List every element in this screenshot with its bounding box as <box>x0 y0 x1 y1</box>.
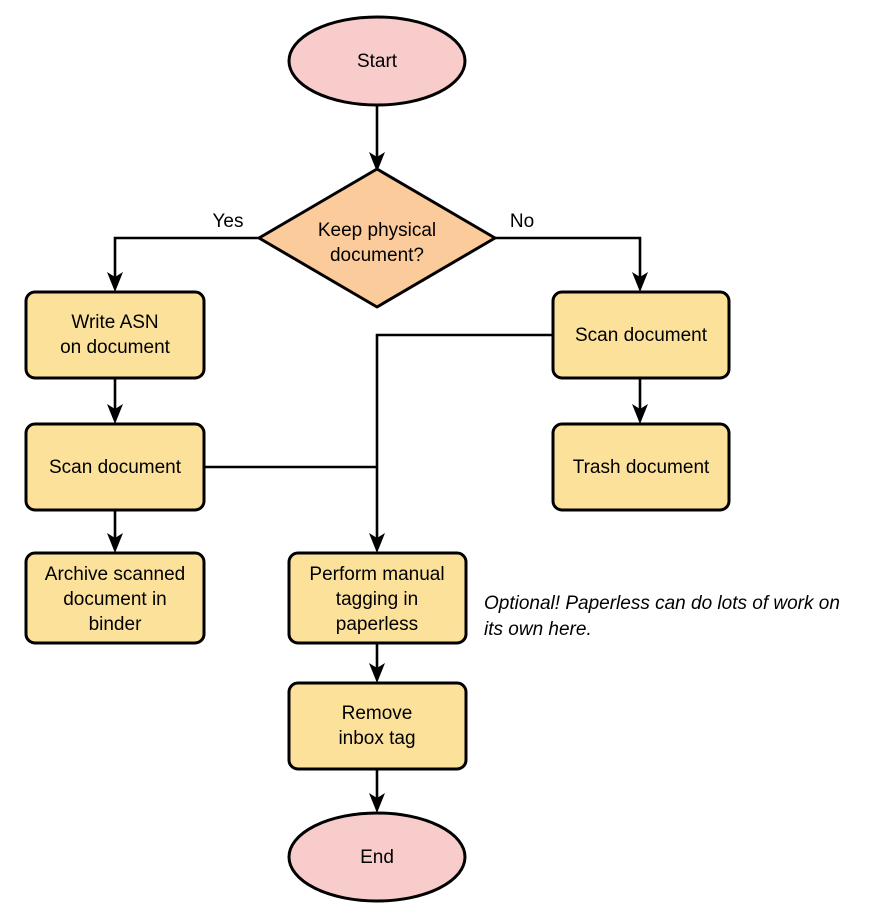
start-ellipse-shape[interactable] <box>287 15 467 107</box>
node-scan-document-right[interactable]: Scan document <box>551 290 731 380</box>
edge-decision-to-scan-right <box>495 236 648 292</box>
write-asn-label-line2: on document <box>60 337 171 358</box>
edge-write-asn-to-scan-left <box>107 378 123 424</box>
edge-label-no: No <box>510 211 534 232</box>
edge-decision-to-write-asn <box>107 236 259 292</box>
manual-tagging-label-line3: paperless <box>336 614 418 635</box>
scan-document-right-box-shape[interactable] <box>551 290 731 380</box>
node-remove-inbox-tag[interactable]: Remove inbox tag <box>287 681 468 771</box>
scan-document-right-label: Scan document <box>575 325 708 346</box>
end-label: End <box>360 847 394 868</box>
archive-binder-box-shape[interactable] <box>24 551 206 645</box>
node-manual-tagging[interactable]: Perform manual tagging in paperless <box>287 551 468 645</box>
decision-label-line2: document? <box>330 245 424 266</box>
node-decision-keep-physical-document[interactable]: Keep physical document? <box>257 167 497 309</box>
manual-tagging-label-line1: Perform manual <box>309 564 444 585</box>
node-start[interactable]: Start <box>287 15 467 107</box>
remove-inbox-box-shape[interactable] <box>287 681 468 771</box>
node-scan-document-left[interactable]: Scan document <box>24 422 206 512</box>
archive-binder-label-line3: binder <box>89 614 142 635</box>
manual-tagging-label-line2: tagging in <box>336 589 418 610</box>
remove-inbox-label-line1: Remove <box>342 703 413 724</box>
scan-document-left-box-shape[interactable] <box>24 422 206 512</box>
node-write-asn[interactable]: Write ASN on document <box>24 290 206 380</box>
scan-document-left-label: Scan document <box>49 457 182 478</box>
node-trash-document[interactable]: Trash document <box>551 422 731 512</box>
edge-label-yes: Yes <box>213 211 244 232</box>
edge-tagging-to-remove-inbox <box>369 643 385 683</box>
annotation-line1: Optional! Paperless can do lots of work … <box>484 593 840 614</box>
edge-scan-right-to-tagging <box>369 333 553 553</box>
annotation-optional-paperless: Optional! Paperless can do lots of work … <box>484 593 840 640</box>
archive-binder-label-line1: Archive scanned <box>45 564 185 585</box>
write-asn-label-line1: Write ASN <box>71 312 158 333</box>
trash-document-label: Trash document <box>573 457 710 478</box>
edges-layer <box>107 105 648 813</box>
start-label: Start <box>357 51 398 72</box>
edge-scan-right-to-trash <box>632 378 648 424</box>
edge-remove-inbox-to-end <box>369 769 385 813</box>
end-ellipse-shape[interactable] <box>287 811 467 903</box>
edge-scan-left-to-archive <box>107 510 123 553</box>
edge-labels-layer: Yes No <box>213 211 535 232</box>
trash-document-box-shape[interactable] <box>551 422 731 512</box>
decision-diamond-shape[interactable] <box>257 167 497 309</box>
annotation-line2: its own here. <box>484 619 592 640</box>
edge-start-to-decision <box>369 105 385 172</box>
remove-inbox-label-line2: inbox tag <box>338 728 415 749</box>
node-archive-in-binder[interactable]: Archive scanned document in binder <box>24 551 206 645</box>
archive-binder-label-line2: document in <box>63 589 167 610</box>
nodes-layer: Start Keep physical document? Write ASN … <box>24 15 731 903</box>
node-end[interactable]: End <box>287 811 467 903</box>
decision-label-line1: Keep physical <box>318 220 436 241</box>
write-asn-box-shape[interactable] <box>24 290 206 380</box>
manual-tagging-box-shape[interactable] <box>287 551 468 645</box>
